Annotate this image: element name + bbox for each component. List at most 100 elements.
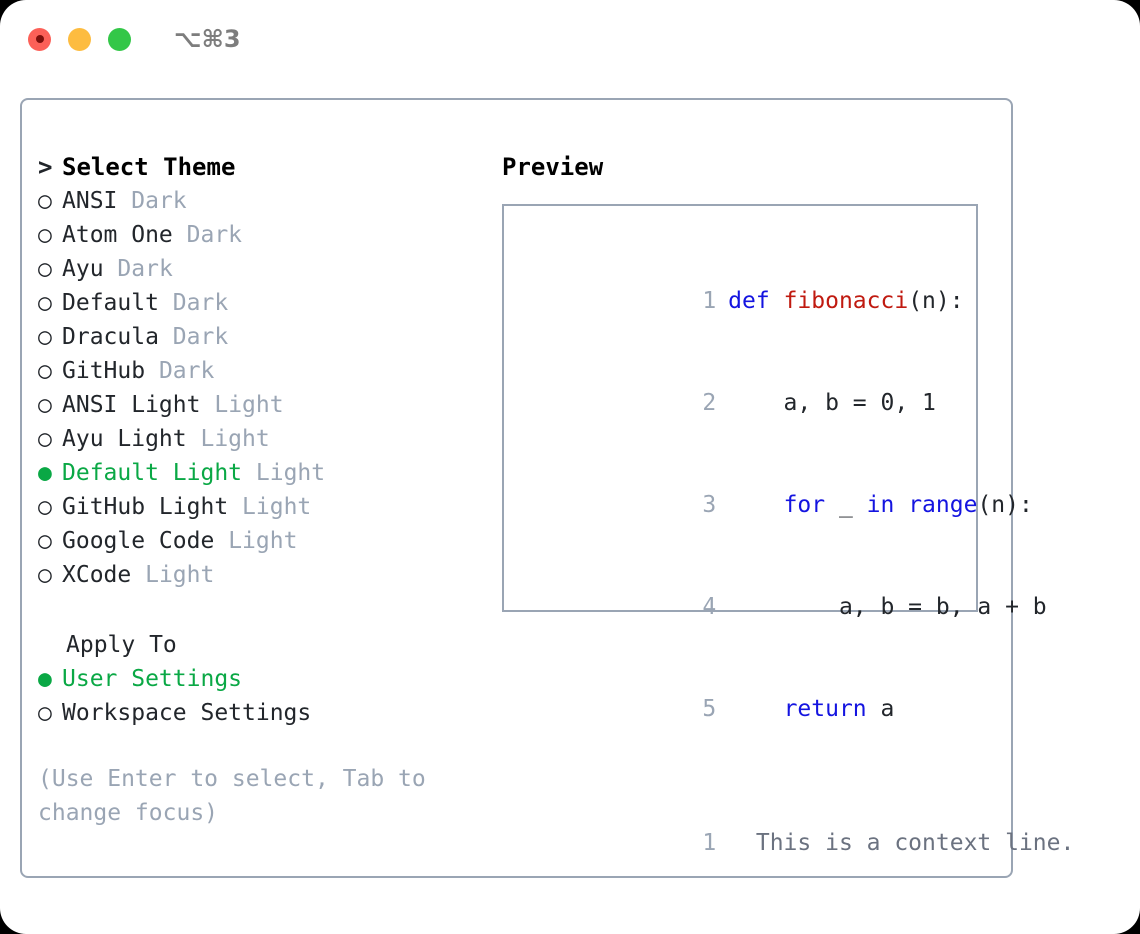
- radio-icon[interactable]: ○: [38, 290, 52, 316]
- code-token: a, b = b, a + b: [728, 594, 1047, 620]
- code-token: (n):: [908, 288, 964, 314]
- close-icon: [35, 35, 44, 43]
- theme-list-item[interactable]: ○ GitHub Dark: [38, 354, 478, 388]
- code-token: a: [866, 696, 895, 722]
- minimize-button[interactable]: [68, 27, 91, 51]
- line-number: 2: [688, 928, 716, 934]
- theme-list-item[interactable]: ○ Atom One Dark: [38, 218, 478, 252]
- theme-list-item[interactable]: ○ Ayu Light Light: [38, 422, 478, 456]
- theme-category: Dark: [158, 358, 215, 384]
- code-token: [728, 696, 783, 722]
- diff-text: This is a context line.: [755, 830, 1075, 856]
- line-number: 3: [702, 492, 717, 518]
- theme-name: Atom One: [62, 222, 173, 248]
- radio-icon[interactable]: ○: [38, 324, 52, 350]
- theme-name: Ayu Light: [62, 426, 187, 452]
- theme-category: Dark: [117, 256, 173, 282]
- list-spacer: [38, 592, 478, 628]
- radio-icon[interactable]: ○: [38, 188, 52, 214]
- code-token: return: [783, 696, 867, 722]
- theme-name: GitHub: [62, 358, 146, 384]
- radio-selected-icon[interactable]: ●: [38, 666, 52, 692]
- radio-icon[interactable]: ○: [38, 358, 52, 384]
- title-bar: ⌥⌘3: [0, 0, 1140, 78]
- theme-name: GitHub Light: [62, 494, 229, 520]
- code-token: (n):: [977, 492, 1033, 518]
- theme-list-item[interactable]: ○Default Dark: [38, 286, 478, 320]
- preview-gap: [522, 760, 976, 792]
- theme-name: ANSI Light: [62, 392, 201, 418]
- diff-sign: -: [728, 928, 756, 934]
- theme-list-item[interactable]: ○XCode Light: [38, 558, 478, 592]
- keyboard-hint-text: (Use Enter to select, Tab to change focu…: [38, 766, 426, 826]
- theme-category: Light: [145, 562, 215, 588]
- keyboard-shortcut-label: ⌥⌘3: [174, 25, 241, 53]
- theme-picker-header: > Select Theme: [38, 150, 478, 184]
- theme-category: Light: [214, 392, 284, 418]
- window-controls: [28, 27, 131, 51]
- radio-icon[interactable]: ○: [38, 256, 52, 282]
- theme-list-item[interactable]: ○ Google Code Light: [38, 524, 478, 558]
- code-token: _: [825, 492, 867, 518]
- code-line: 2 a, b = 0, 1: [522, 352, 976, 454]
- radio-icon[interactable]: ○: [38, 222, 52, 248]
- page-title: Select Theme: [62, 153, 236, 181]
- code-token: for: [783, 492, 826, 518]
- code-line: 5 return a: [522, 658, 976, 760]
- theme-name: Ayu: [62, 256, 104, 282]
- theme-category: Dark: [172, 324, 229, 350]
- apply-to-group: ● User Settings ○ Workspace Settings: [38, 662, 478, 730]
- line-number: 1: [702, 830, 717, 856]
- theme-category: Dark: [131, 188, 187, 214]
- apply-to-option-label: Workspace Settings: [62, 700, 312, 726]
- code-token: [728, 492, 783, 518]
- theme-name: Google Code: [62, 528, 215, 554]
- theme-name: ANSI: [62, 188, 118, 214]
- theme-picker: > Select Theme ○ ANSI Dark ○ Atom One Dark …: [38, 150, 478, 830]
- code-token: a, b = 0, 1: [728, 390, 936, 416]
- theme-category: Light: [255, 460, 326, 486]
- line-number: 1: [702, 288, 717, 314]
- hint-spacer: [38, 730, 478, 762]
- theme-list: ○ ANSI Dark ○ Atom One Dark ○ Ayu Dark ○Def…: [38, 184, 478, 592]
- radio-selected-icon[interactable]: ●: [38, 460, 52, 486]
- close-button[interactable]: [28, 27, 51, 51]
- line-number: 2: [702, 390, 717, 416]
- theme-list-item[interactable]: ○ ANSI Dark: [38, 184, 478, 218]
- radio-icon[interactable]: ○: [38, 528, 52, 554]
- apply-to-option-label: User Settings: [62, 666, 243, 692]
- code-line: 3 for _ in range(n):: [522, 454, 1033, 556]
- theme-list-item[interactable]: ○ ANSI Light Light: [38, 388, 478, 422]
- zoom-button[interactable]: [108, 27, 131, 51]
- theme-category: Light: [200, 426, 270, 452]
- code-token: fibonacci: [783, 288, 909, 314]
- diff-text: This line was deleted.: [756, 932, 1061, 934]
- theme-list-item[interactable]: ○ Ayu Dark: [38, 252, 478, 286]
- preview-title: Preview: [502, 153, 604, 181]
- prompt-caret-icon: >: [38, 153, 53, 181]
- code-token: in range: [866, 492, 978, 518]
- radio-icon[interactable]: ○: [38, 562, 52, 588]
- radio-icon[interactable]: ○: [38, 494, 52, 520]
- diff-sign: [728, 826, 756, 860]
- apply-to-option-workspace[interactable]: ○ Workspace Settings: [38, 696, 478, 730]
- radio-icon[interactable]: ○: [38, 426, 52, 452]
- theme-category: Light: [228, 528, 298, 554]
- theme-list-item[interactable]: ○Dracula Dark: [38, 320, 478, 354]
- theme-list-item[interactable]: ○ GitHub Light Light: [38, 490, 478, 524]
- theme-category: Dark: [172, 290, 229, 316]
- radio-icon[interactable]: ○: [38, 700, 52, 726]
- radio-icon[interactable]: ○: [38, 392, 52, 418]
- theme-list-item-selected[interactable]: ●Default Light Light: [38, 456, 478, 490]
- code-line: 4 a, b = b, a + b: [522, 556, 1046, 658]
- diff-line-deleted: 2 -This line was deleted.: [522, 894, 1060, 934]
- theme-category: Dark: [186, 222, 243, 248]
- apply-to-label: Apply To: [66, 632, 177, 658]
- main-panel: > Select Theme ○ ANSI Dark ○ Atom One Dark …: [20, 98, 1074, 934]
- theme-category: Light: [242, 494, 312, 520]
- apply-to-option-user[interactable]: ● User Settings: [38, 662, 478, 696]
